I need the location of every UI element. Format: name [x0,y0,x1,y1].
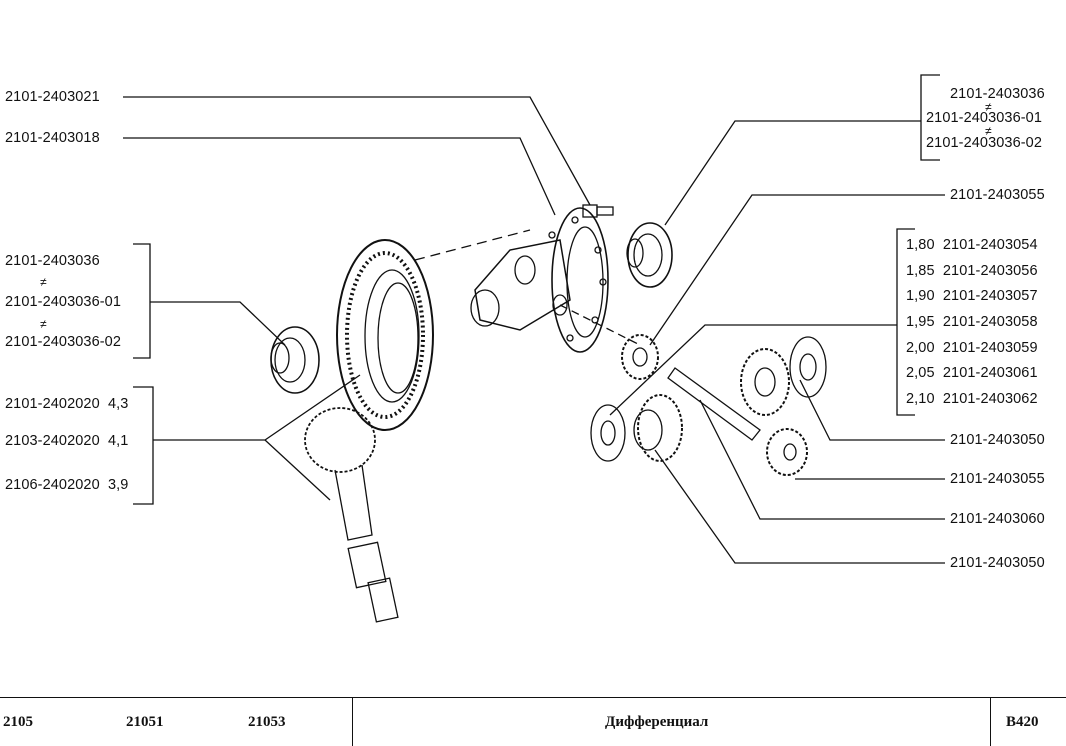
footer-code: В420 [1006,714,1039,730]
leader-satellite-top [649,194,945,346]
footer-divider [990,698,991,746]
satellite-gear-top [621,334,659,380]
label-ring-bolt: 2101-2403018 [5,130,100,146]
side-gear-left [633,394,683,462]
not-equal-sign: ≠ [985,100,992,114]
label-washer-7: 2,10 2101-2403062 [906,391,1038,407]
label-main-gear-3: 2106-2402020 3,9 [5,477,129,493]
label-bearing-left-2: 2101-2403036-01 [5,294,121,310]
footer-model-1: 2105 [3,714,33,730]
label-washer-3: 1,90 2101-2403057 [906,288,1038,304]
label-bearing-right-1: 2101-2403036 [950,86,1045,102]
satellite-axle [667,367,761,441]
label-washer-4: 1,95 2101-2403058 [906,314,1038,330]
footer-model-3: 21053 [248,714,286,730]
not-equal-sign: ≠ [40,317,47,331]
leader-bearing-left [150,301,286,346]
exploded-diagram [123,74,945,623]
side-gear-right [740,348,790,416]
not-equal-sign: ≠ [40,275,47,289]
washer-right [789,336,827,398]
label-right-gear-b: 2101-2403050 [950,555,1045,571]
satellite-gear-bottom [766,428,808,476]
label-washer-6: 2,05 2101-2403061 [906,365,1038,381]
bracket-washers [896,228,915,416]
not-equal-sign: ≠ [985,124,992,138]
label-bearing-left-1: 2101-2403036 [5,253,100,269]
ring-gear [336,239,434,431]
leader-axle [699,399,945,520]
label-washer-2: 1,85 2101-2403056 [906,263,1038,279]
washer-left [590,404,626,462]
leader-right-gear-b [654,449,945,564]
label-axle: 2101-2403060 [950,511,1045,527]
footer-divider [352,698,353,746]
bracket-bearing-left [133,243,151,359]
label-right-gear-a: 2101-2403050 [950,432,1045,448]
label-satellite-top: 2101-2403055 [950,187,1045,203]
label-washer-1: 1,80 2101-2403054 [906,237,1038,253]
drive-pinion [304,407,399,623]
bolt [582,204,614,218]
bracket-main-gear [133,386,154,505]
leader-main-gear [153,374,361,441]
leader-washers [609,324,897,416]
leader-pinion-bolt [123,96,591,206]
label-bearing-right-3: 2101-2403036-02 [926,135,1042,151]
footer-title-block: 2105 21051 21053 Дифференциал В420 [0,697,1066,746]
differential-housing [470,207,609,353]
label-pinion-bolt: 2101-2403021 [5,89,100,105]
label-main-gear-1: 2101-2402020 4,3 [5,396,129,412]
bearing-right [626,222,673,288]
leader-bearing-right [664,120,921,226]
leader-right-gear-a [799,379,945,441]
label-washer-5: 2,00 2101-2403059 [906,340,1038,356]
label-bearing-left-3: 2101-2403036-02 [5,334,121,350]
label-main-gear-2: 2103-2402020 4,1 [5,433,129,449]
leader-ring-bolt [123,137,556,216]
bracket-bearing-right [920,74,940,161]
label-right-satellite: 2101-2403055 [950,471,1045,487]
label-bearing-right-2: 2101-2403036-01 [926,110,1042,126]
bearing-left [270,326,320,394]
footer-title: Дифференциал [605,714,709,730]
footer-model-2: 21051 [126,714,164,730]
